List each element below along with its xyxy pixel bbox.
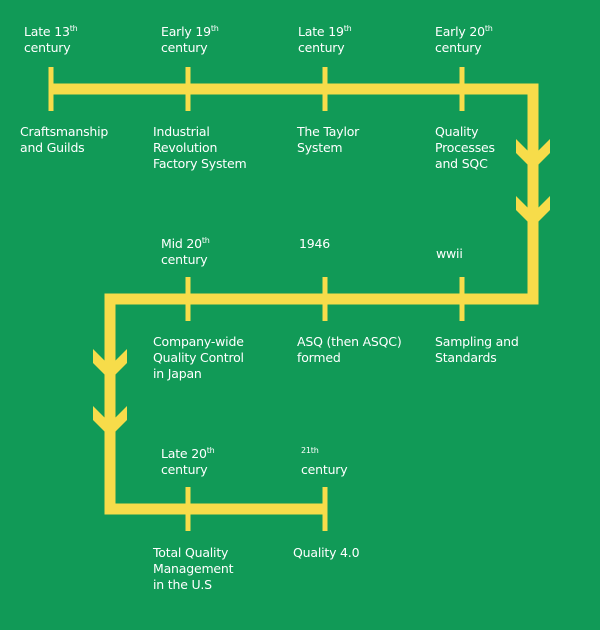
timeline-end-cap bbox=[322, 487, 328, 531]
event-label-8: Total Quality Management in the U.S bbox=[153, 545, 234, 592]
timeline-tick-2 bbox=[322, 67, 328, 111]
event-label-3: The Taylor System bbox=[297, 124, 360, 155]
event-label-9: Quality 4.0 bbox=[293, 545, 360, 560]
event-label-5: Sampling and Standards bbox=[435, 334, 519, 365]
timeline-ticks bbox=[185, 67, 465, 531]
timeline-chevrons bbox=[93, 139, 550, 437]
chevron-down-icon bbox=[516, 196, 550, 227]
timeline-start-cap bbox=[48, 67, 54, 111]
timeline-tick-5 bbox=[322, 277, 328, 321]
timeline-tick-1 bbox=[185, 67, 191, 111]
era-label-5: wwii bbox=[436, 246, 463, 261]
event-label-7: Company-wide Quality Control in Japan bbox=[153, 334, 244, 381]
timeline-track bbox=[48, 67, 539, 531]
event-label-2: Industrial Revolution Factory System bbox=[153, 124, 247, 171]
era-label-6: 1946 bbox=[299, 236, 331, 251]
timeline-tick-7 bbox=[185, 487, 191, 531]
timeline-tick-6 bbox=[185, 277, 191, 321]
chevron-down-icon bbox=[93, 349, 127, 380]
timeline-tick-3 bbox=[459, 67, 465, 111]
timeline-path bbox=[51, 83, 539, 515]
chevron-down-icon bbox=[93, 406, 127, 437]
event-label-1: Craftsmanship and Guilds bbox=[20, 124, 109, 155]
event-label-4: Quality Processes and SQC bbox=[435, 124, 495, 171]
timeline-tick-4 bbox=[459, 277, 465, 321]
event-label-6: ASQ (then ASQC) formed bbox=[297, 334, 402, 365]
chevron-down-icon bbox=[516, 139, 550, 170]
